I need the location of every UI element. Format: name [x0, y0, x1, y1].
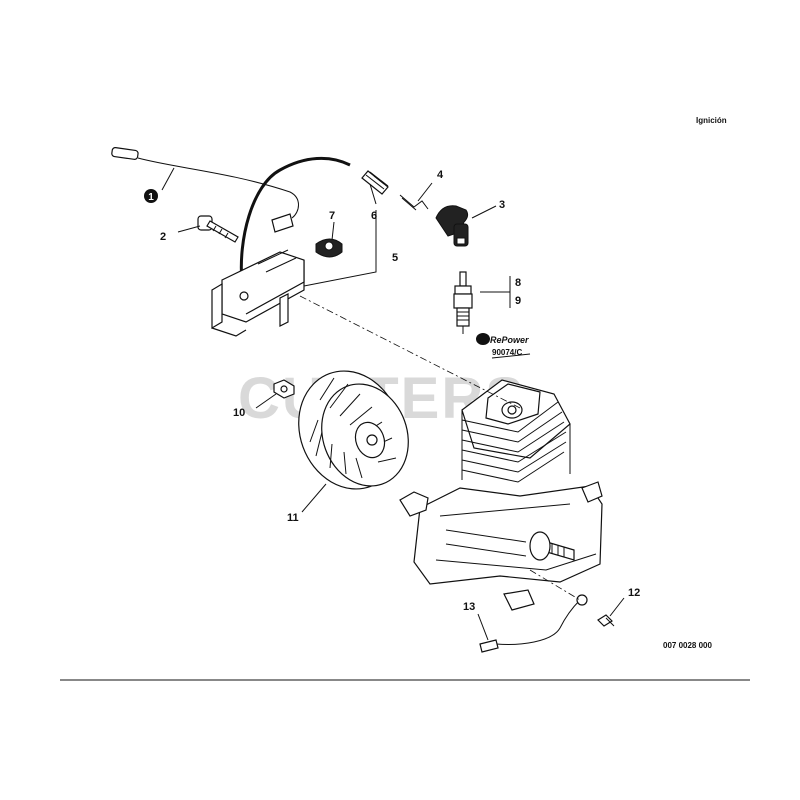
callout-5[interactable]: 5: [392, 252, 398, 264]
callout-8[interactable]: 8: [515, 277, 521, 289]
callout-6[interactable]: 6: [371, 210, 377, 222]
callout-9[interactable]: 9: [515, 295, 521, 307]
leader-lines: [161, 167, 625, 641]
callout-11[interactable]: 11: [287, 512, 299, 524]
repower-logo: RePower: [476, 333, 529, 345]
callout-2[interactable]: 2: [160, 231, 166, 243]
callout-1[interactable]: 1: [144, 189, 158, 203]
callout-4[interactable]: 4: [437, 169, 444, 181]
callout-10[interactable]: 10: [233, 407, 245, 419]
screw-2-part: [197, 215, 239, 243]
part-code: 90074/C: [492, 348, 522, 357]
callout-12[interactable]: 12: [628, 587, 640, 599]
drawing-number: 007 0028 000: [663, 641, 712, 650]
section-title: Ignición: [696, 116, 727, 125]
callout-7[interactable]: 7: [329, 210, 335, 222]
flywheel-11-part: [298, 370, 409, 490]
spring-clip-4-part: [399, 194, 429, 211]
svg-text:1: 1: [148, 192, 154, 203]
ignition-lead-part: [111, 147, 299, 233]
spring-6-part: [361, 170, 389, 195]
ignition-coil-part: [211, 156, 351, 337]
callout-13[interactable]: 13: [463, 601, 475, 613]
callout-3[interactable]: 3: [499, 199, 505, 211]
spark-plug-boot-3-part: [435, 205, 469, 247]
screw-12-part: [597, 614, 615, 627]
engine-block-part: [399, 379, 603, 611]
svg-text:RePower: RePower: [490, 335, 529, 345]
alignment-line: [529, 569, 581, 601]
spark-plug-8-9-part: [453, 271, 473, 334]
nut-10-part: [273, 379, 295, 399]
alignment-line: [299, 295, 521, 409]
stop-wire-13-part: [479, 594, 588, 653]
grommet-7-part: [315, 238, 343, 258]
